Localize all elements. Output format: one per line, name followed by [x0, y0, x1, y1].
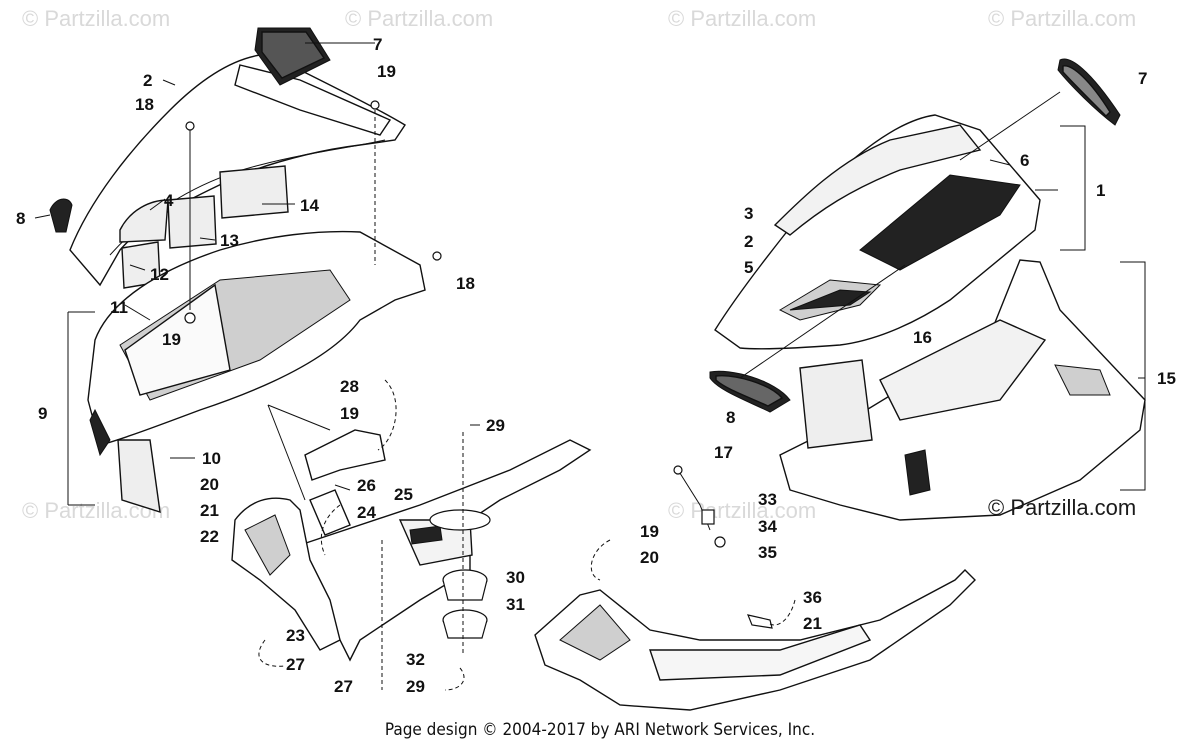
callout-22: 22: [200, 527, 219, 546]
side-trim-left[interactable]: [49, 198, 73, 233]
fastener-36[interactable]: [747, 614, 773, 629]
callout-10: 10: [202, 449, 221, 468]
page-footer: Page design © 2004-2017 by ARI Network S…: [384, 720, 816, 740]
vent-grille-right-lower[interactable]: [709, 370, 791, 413]
callout-29: 29: [486, 416, 505, 435]
callout-28: 28: [340, 377, 359, 396]
callout-6: 6: [1020, 151, 1029, 170]
bracket-9: [67, 311, 95, 506]
callout-14: 14: [300, 196, 319, 215]
watermark: © Partzilla.com: [345, 6, 494, 31]
decal-14[interactable]: [219, 165, 289, 219]
callout-30: 30: [506, 568, 525, 587]
callout-1: 1: [1096, 181, 1105, 200]
dashed-leaders: [258, 379, 796, 691]
belly-pan-right[interactable]: [534, 569, 976, 711]
callout-27: 27: [286, 655, 305, 674]
callout-29: 29: [406, 677, 425, 696]
callout-20: 20: [640, 548, 659, 567]
copyright-text: © Partzilla.com: [988, 495, 1137, 520]
callout-19: 19: [377, 62, 396, 81]
watermark: © Partzilla.com: [988, 6, 1137, 31]
decal-4[interactable]: [119, 199, 169, 243]
belly-pan-left[interactable]: [299, 439, 592, 662]
callout-11: 11: [110, 298, 128, 317]
side-panel-left[interactable]: [231, 497, 341, 651]
decal-13[interactable]: [167, 195, 217, 249]
callout-23: 23: [286, 626, 305, 645]
callout-2: 2: [744, 232, 753, 251]
cable-assembly[interactable]: [673, 465, 726, 548]
watermark: © Partzilla.com: [22, 6, 171, 31]
callout-24: 24: [357, 503, 376, 522]
callout-8: 8: [16, 209, 25, 228]
callout-33: 33: [758, 490, 777, 509]
bolt-hardware-left[interactable]: [184, 100, 442, 324]
callout-4: 4: [164, 191, 174, 210]
watermark: © Partzilla.com: [668, 498, 817, 523]
callout-31: 31: [506, 595, 525, 614]
plate-24[interactable]: [309, 489, 351, 536]
callout-36: 36: [803, 588, 822, 607]
hood-upper-right[interactable]: [714, 114, 1041, 350]
leader-lines: [34, 42, 1145, 491]
callout-19: 19: [162, 330, 181, 349]
hood-lower-right[interactable]: [779, 259, 1146, 521]
callout-13: 13: [220, 231, 239, 250]
cup-31[interactable]: [442, 609, 488, 639]
callout-3: 3: [744, 204, 753, 223]
cup-30[interactable]: [442, 569, 488, 601]
callout-15: 15: [1157, 369, 1176, 388]
callout-19: 19: [640, 522, 659, 541]
callout-9: 9: [38, 404, 47, 423]
bracket-1: [1060, 125, 1086, 251]
watermark: © Partzilla.com: [668, 6, 817, 31]
callout-18: 18: [135, 95, 154, 114]
callout-2: 2: [143, 71, 152, 90]
callout-21: 21: [803, 614, 822, 633]
callout-18: 18: [456, 274, 475, 293]
vent-grille-right[interactable]: [1057, 58, 1121, 126]
hood-lower-left[interactable]: [87, 230, 426, 457]
callout-5: 5: [744, 258, 753, 277]
callout-26: 26: [357, 476, 376, 495]
bracket-28[interactable]: [304, 429, 386, 481]
decal-10[interactable]: [117, 439, 161, 514]
bracket-15: [1120, 261, 1146, 491]
callout-35: 35: [758, 543, 777, 562]
callout-21: 21: [200, 501, 219, 520]
callout-12: 12: [150, 265, 169, 284]
decal-17[interactable]: [799, 359, 873, 449]
callout-25: 25: [394, 485, 413, 504]
callout-34: 34: [758, 517, 777, 536]
callout-20: 20: [200, 475, 219, 494]
callout-8: 8: [726, 408, 735, 427]
callout-17: 17: [714, 443, 733, 462]
callout-19: 19: [340, 404, 359, 423]
callout-32: 32: [406, 650, 425, 669]
callout-27: 27: [334, 677, 353, 696]
callout-7: 7: [1138, 69, 1147, 88]
callout-7: 7: [373, 35, 382, 54]
callout-16: 16: [913, 328, 932, 347]
